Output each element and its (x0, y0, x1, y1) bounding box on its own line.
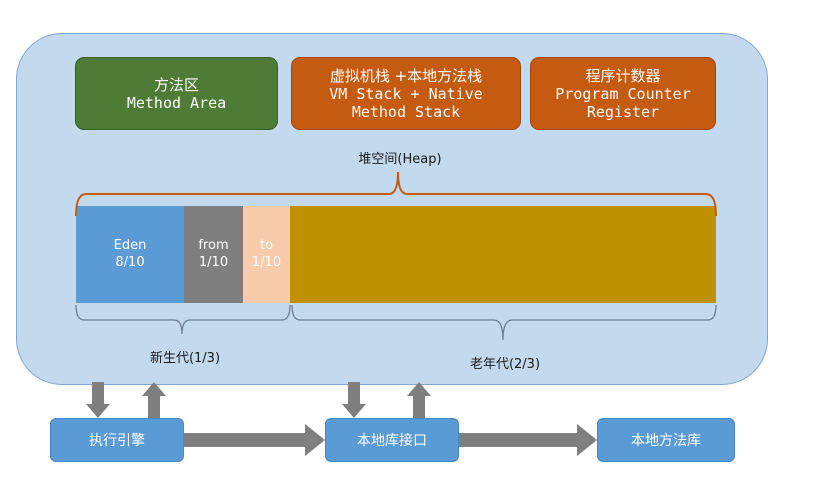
from-ratio: 1/10 (198, 254, 229, 270)
arrow-execution-to-interface (184, 424, 325, 456)
to-name: to (259, 238, 274, 254)
arrow-interface-to-library (459, 424, 597, 456)
heap-label: 堆空间(Heap) (358, 152, 442, 167)
to-ratio: 1/10 (251, 254, 282, 270)
pc-register-box: 程序计数器 Program Counter Register (530, 57, 716, 130)
young-generation-label: 新生代(1/3) (149, 351, 221, 366)
heap-brace (75, 171, 717, 217)
vm-stack-en-line2: Method Stack (351, 102, 461, 121)
execution-engine-label: 执行引擎 (89, 433, 145, 449)
pc-register-en-line1: Program Counter (555, 84, 691, 103)
young-gen-brace (75, 304, 291, 335)
arrow-down-native-interface (342, 382, 366, 418)
native-library-box: 本地方法库 (597, 418, 735, 462)
old-generation-space (290, 206, 716, 303)
survivor-from-space: from 1/10 (184, 206, 243, 303)
native-library-label: 本地方法库 (631, 433, 701, 449)
native-interface-box: 本地库接口 (325, 418, 459, 462)
arrow-down-execution (86, 382, 110, 418)
arrow-up-native-interface (407, 382, 431, 418)
execution-engine-box: 执行引擎 (50, 418, 184, 462)
from-name: from (198, 238, 229, 254)
pc-register-en-line2: Register (586, 102, 660, 121)
method-area-box: 方法区 Method Area (75, 57, 278, 130)
vm-stack-zh: 虚拟机栈 +本地方法栈 (329, 66, 483, 85)
vm-stack-box: 虚拟机栈 +本地方法栈 VM Stack + Native Method Sta… (291, 57, 521, 130)
pc-register-zh: 程序计数器 (585, 66, 661, 85)
eden-ratio: 8/10 (115, 254, 145, 270)
native-interface-label: 本地库接口 (357, 433, 427, 449)
arrow-up-execution (142, 382, 166, 418)
eden-name: Eden (113, 238, 147, 254)
vm-stack-en-line1: VM Stack + Native (329, 84, 483, 103)
eden-space: Eden 8/10 (76, 206, 184, 303)
method-area-zh: 方法区 (153, 75, 199, 94)
old-generation-label: 老年代(2/3) (469, 357, 541, 372)
method-area-en: Method Area (126, 93, 227, 112)
old-gen-brace (291, 304, 717, 341)
survivor-to-space: to 1/10 (243, 206, 290, 303)
